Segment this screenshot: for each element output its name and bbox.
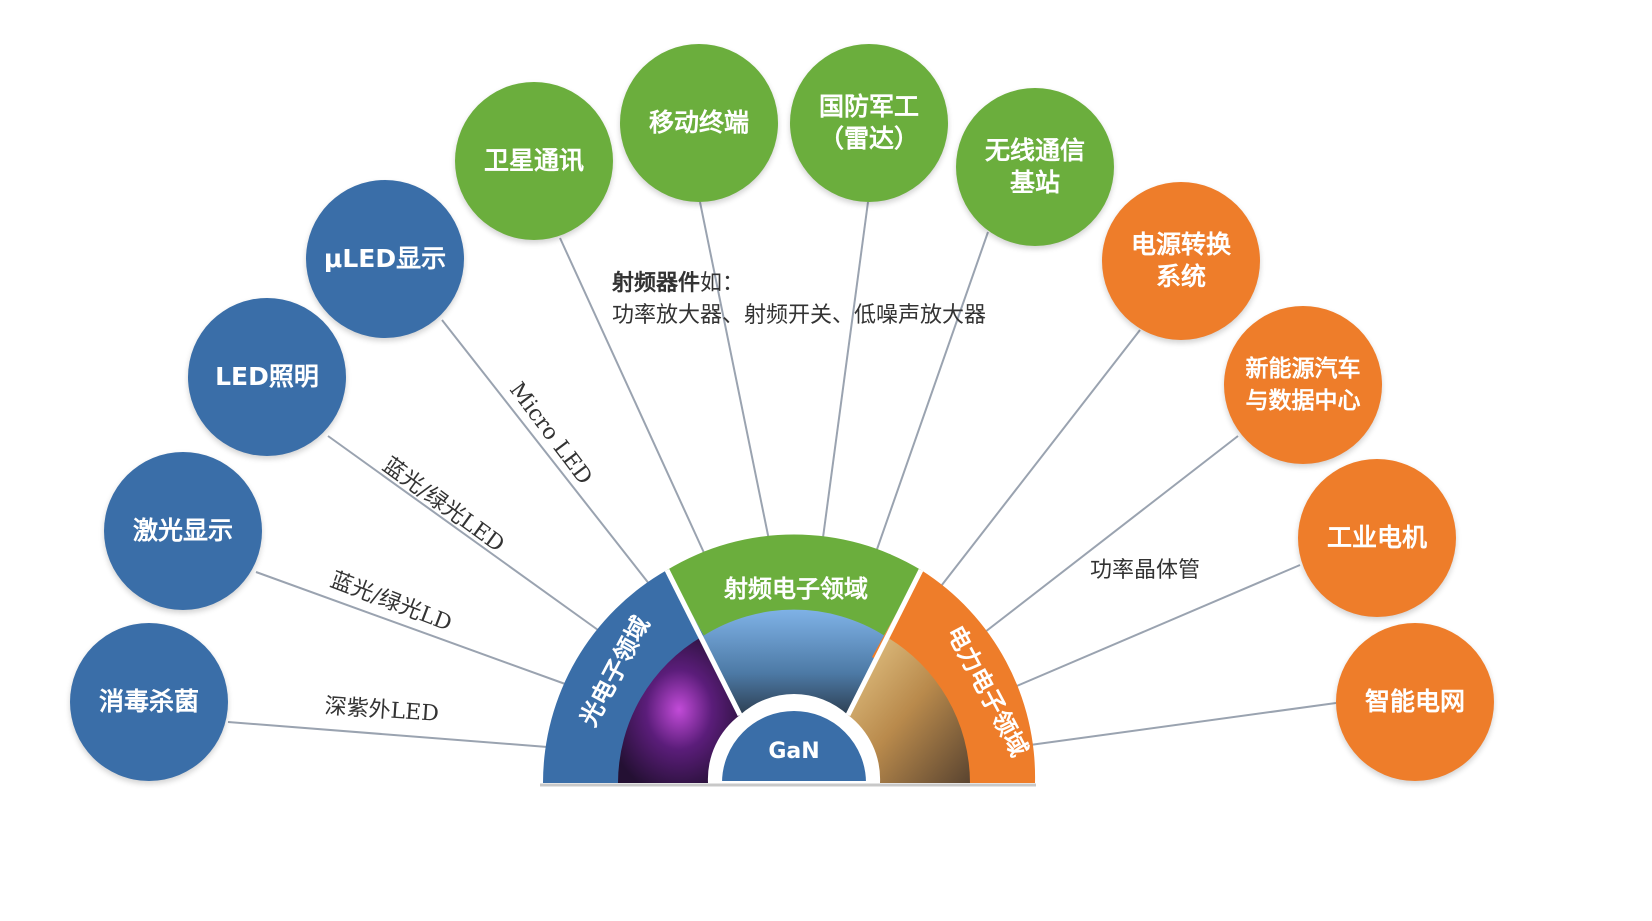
hub-core bbox=[717, 707, 871, 785]
connector-motor bbox=[1011, 564, 1301, 689]
bubble-satellite: 卫星通讯 bbox=[455, 82, 613, 240]
bubble-motor: 工业电机 bbox=[1298, 459, 1456, 617]
rf-note-heading: 射频器件如： bbox=[612, 268, 986, 299]
connector-micro-led bbox=[441, 319, 651, 586]
bubble-defense: 国防军工 （雷达） bbox=[790, 44, 948, 202]
sector-label-rf: 射频电子领域 bbox=[723, 575, 868, 603]
connector-power-conversion bbox=[937, 329, 1141, 591]
connector-led-lighting bbox=[327, 435, 599, 631]
rf-note-title: 射频器件 bbox=[612, 270, 701, 296]
rf-note-devices: 功率放大器、射频开关、低噪声放大器 bbox=[612, 303, 987, 328]
sector-opto-image bbox=[618, 636, 740, 783]
bubble-wireless: 无线通信 基站 bbox=[956, 88, 1114, 246]
bubble-led-lighting: LED照明 bbox=[188, 298, 346, 456]
bubble-mobile: 移动终端 bbox=[620, 44, 778, 202]
label-power-transistor: 功率晶体管 bbox=[1090, 558, 1201, 583]
connector-defense bbox=[821, 201, 869, 546]
connector-ev-datacenter bbox=[984, 435, 1239, 633]
hub-core-label: GaN bbox=[768, 739, 819, 764]
bubble-micro-led-display: μLED显示 bbox=[306, 180, 464, 338]
rf-device-note: 射频器件如： 功率放大器、射频开关、低噪声放大器 bbox=[612, 268, 986, 333]
bubble-power-conversion: 电源转换 系统 bbox=[1102, 182, 1260, 340]
hub-sectors bbox=[540, 534, 1036, 787]
bubble-ev-datacenter: 新能源汽车 与数据中心 bbox=[1224, 306, 1382, 464]
connector-satellite bbox=[559, 237, 706, 556]
connector-smart-grid bbox=[1029, 702, 1337, 746]
sector-power-image bbox=[848, 636, 970, 783]
sector-opto-band bbox=[543, 570, 716, 783]
connector-mobile bbox=[699, 201, 771, 546]
bubble-disinfection: 消毒杀菌 bbox=[70, 623, 228, 781]
sector-rf-image bbox=[703, 609, 885, 715]
bubble-smart-grid: 智能电网 bbox=[1336, 623, 1494, 781]
rf-note-suffix: 如： bbox=[700, 271, 745, 296]
bubble-laser-display: 激光显示 bbox=[104, 452, 262, 610]
connector-disinfection bbox=[227, 721, 561, 749]
connector-wireless bbox=[874, 231, 989, 556]
sector-power-band bbox=[872, 570, 1036, 783]
connector-laser-display bbox=[255, 571, 569, 686]
